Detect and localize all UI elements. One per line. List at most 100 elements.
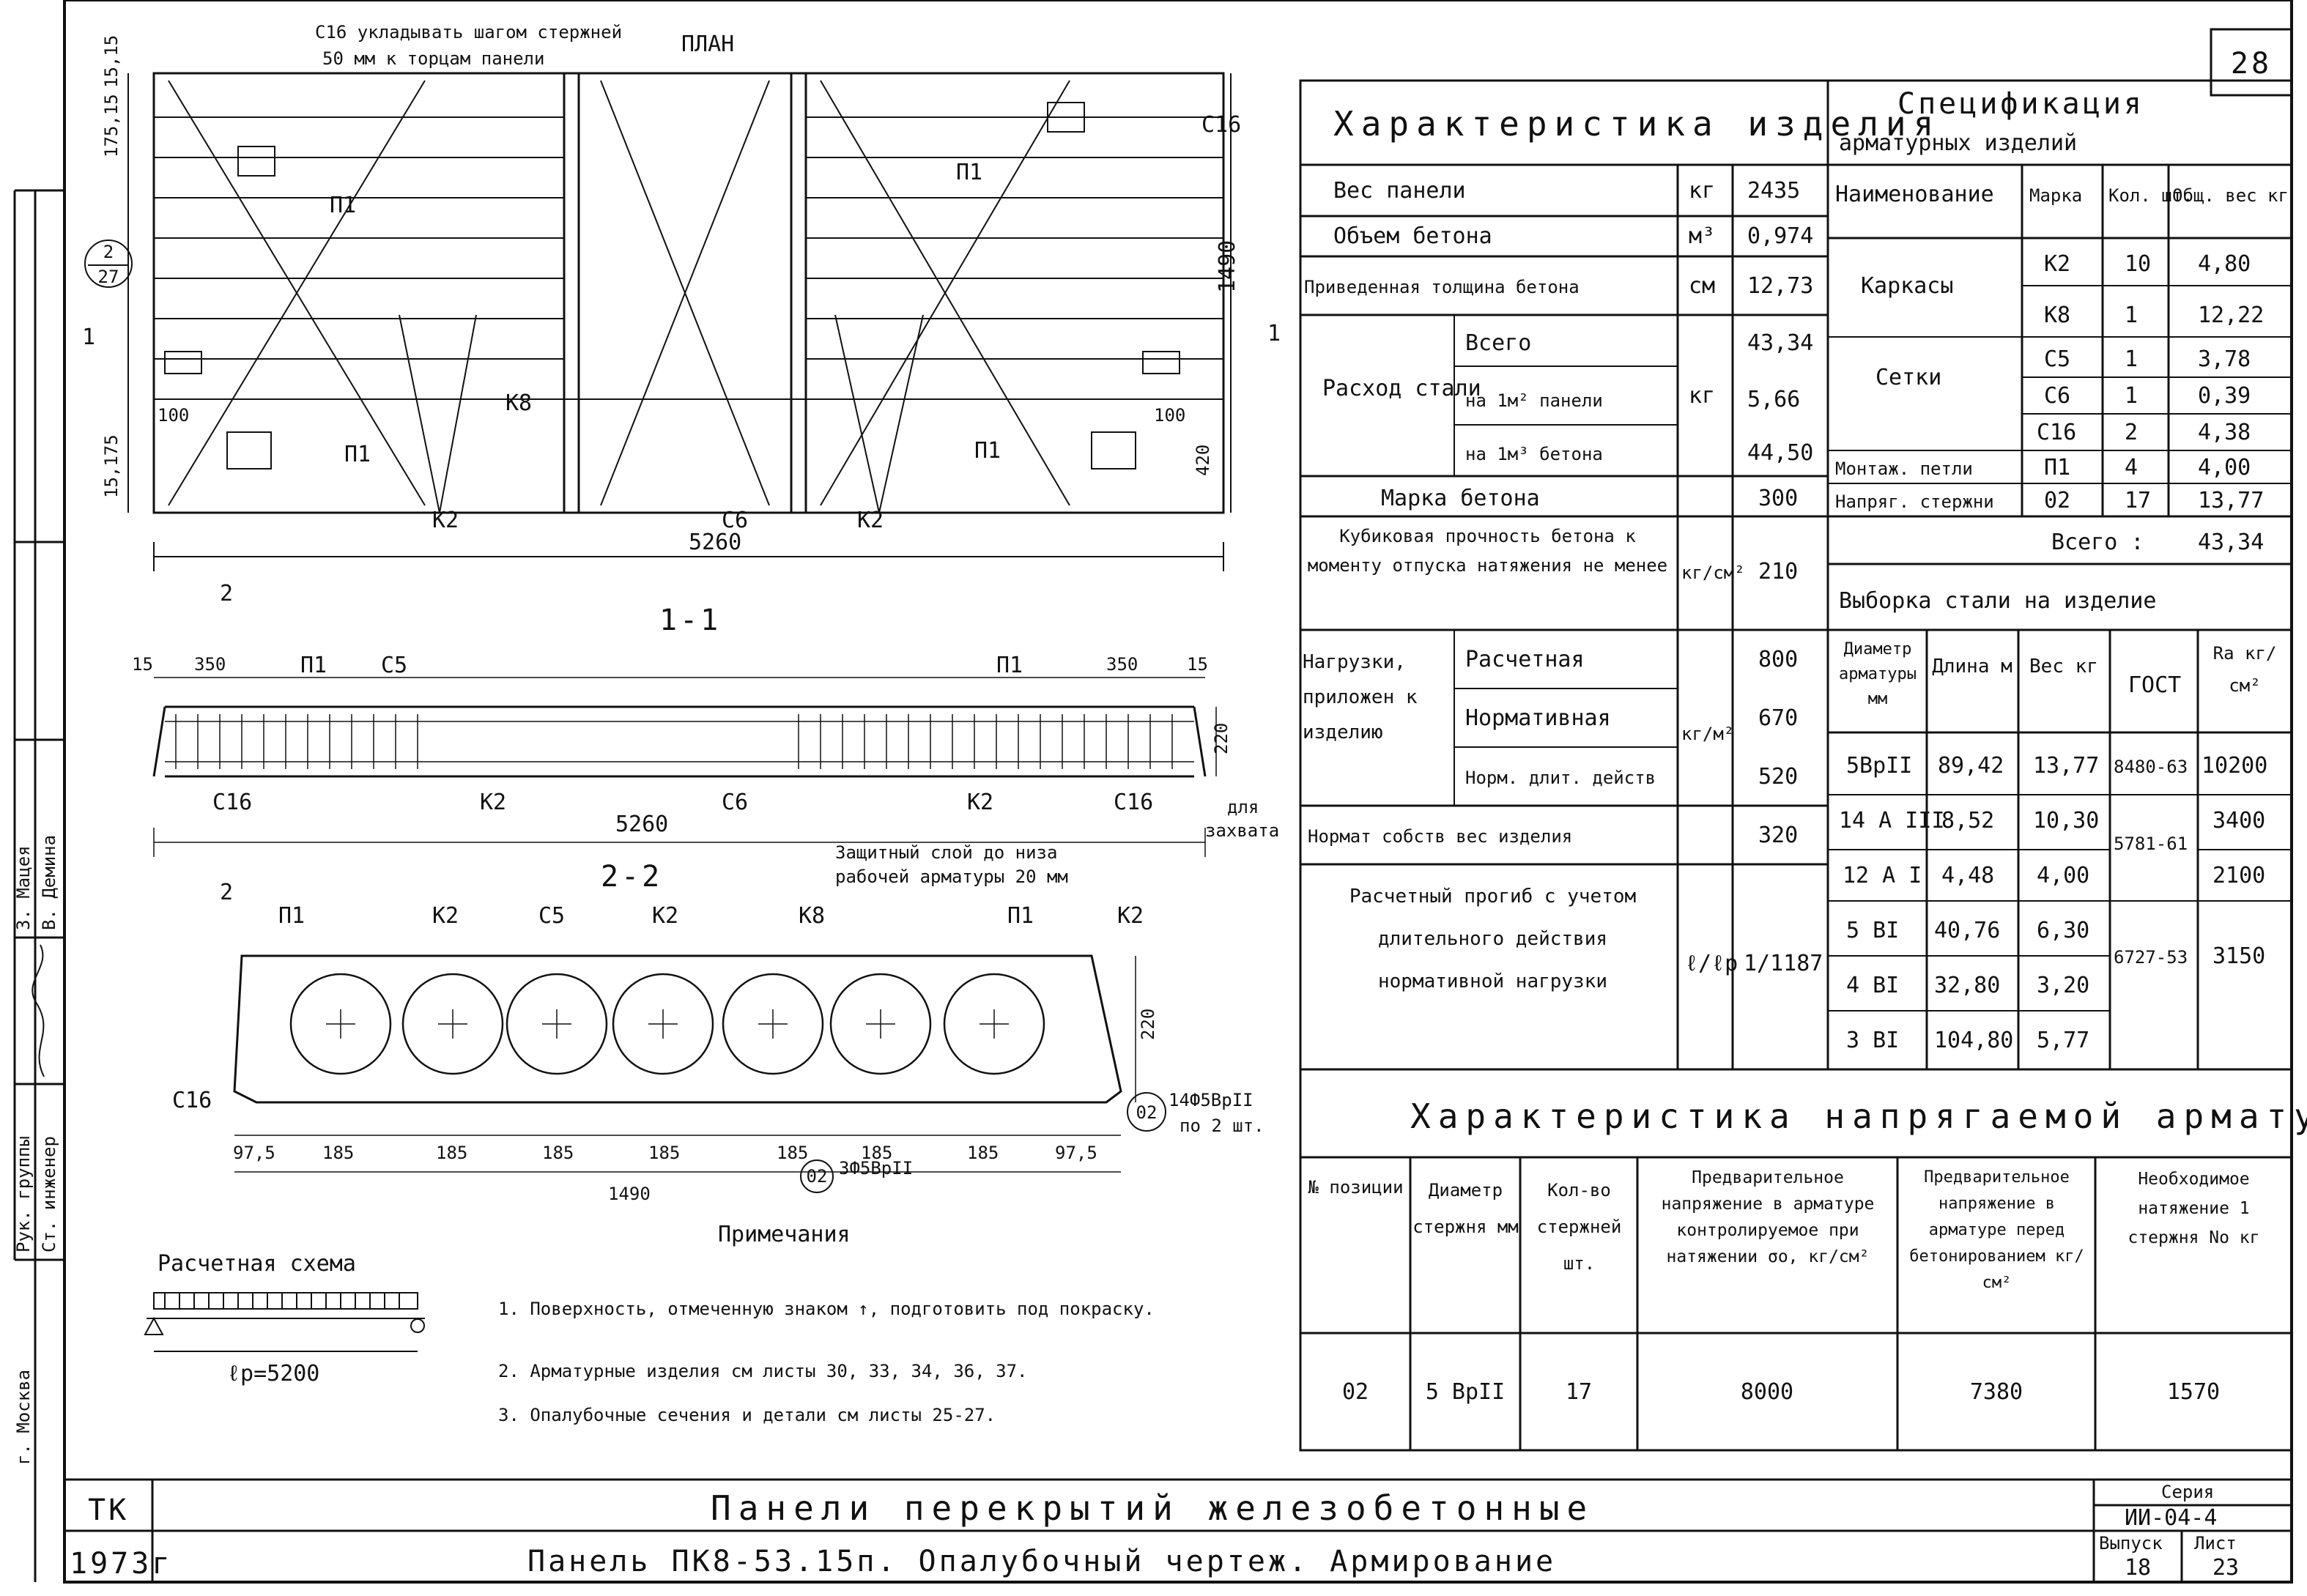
svg-text:02: 02 — [1136, 1102, 1158, 1123]
section22-dim-2: 185 — [322, 1143, 354, 1163]
title-line-2: Панель ПК8-53.15п. Опалубочный чертеж. А… — [527, 1545, 1556, 1578]
steel-row-3-ra: 2100 — [2212, 863, 2265, 888]
char-load-normative-label: Нормативная — [1465, 705, 1611, 731]
char-thickness-unit: см — [1689, 273, 1715, 299]
section22-mark: 2 — [220, 880, 233, 905]
char-deflection-label: Расчетный прогиб с учетом длительного де… — [1349, 886, 1637, 992]
steel-header-gost: ГОСТ — [2128, 672, 2181, 698]
section11-dim-3: 350 — [1106, 654, 1138, 675]
prestress-header-before-concreting: Предварительное напряжение в арматуре пе… — [1909, 1168, 2084, 1292]
char-selfweight-label: Нормат собств вес изделия — [1308, 826, 1572, 847]
steel-row-1-len: 89,42 — [1938, 753, 2004, 779]
char-loads-label: Нагрузки, приложен к изделию — [1303, 651, 1418, 743]
steel-row-5-d: 4 ВI — [1846, 973, 1899, 998]
section22-dim-1: 97,5 — [233, 1143, 275, 1163]
char-thickness-value: 12,73 — [1747, 273, 1813, 299]
char-volume-label: Объем бетона — [1333, 223, 1492, 249]
spec-row-2-mark: К8 — [2044, 303, 2070, 328]
notes-title: Примечания — [718, 1222, 851, 1247]
calc-scheme: Расчетная схема ℓр=5200 — [144, 1251, 425, 1387]
char-thickness-label: Приведенная толщина бетона — [1304, 277, 1580, 297]
char-steel-m2-value: 5,66 — [1747, 387, 1800, 412]
plan-label-p1-top: П1 — [330, 193, 356, 218]
steel-header-ra: Ra кг/см² — [2212, 643, 2277, 696]
steel-row-6-w: 5,77 — [2037, 1028, 2089, 1053]
section11-k2-left: К2 — [480, 790, 506, 815]
section22-dim-4: 185 — [542, 1143, 574, 1163]
char-cube-strength-unit: кг/см² — [1681, 563, 1745, 583]
steel-row-6-len: 104,80 — [1934, 1028, 2013, 1053]
plan-label-p1-right: П1 — [956, 160, 982, 185]
section22-dim-7: 185 — [861, 1143, 892, 1163]
prestress-header-control: Предварительное напряжение в арматуре ко… — [1661, 1168, 1875, 1266]
calc-scheme-span: ℓр=5200 — [227, 1361, 319, 1387]
section11-dim-1: 15 — [132, 654, 153, 675]
spec-title-2: арматурных изделий — [1839, 130, 2077, 156]
spec-row-6-weight: 4,00 — [2198, 455, 2251, 480]
steel-row-1-gost: 8480-63 — [2114, 757, 2188, 777]
section11-c6: С6 — [722, 790, 748, 815]
plan-dim-left-2: 175,15 — [101, 94, 122, 157]
plan-dim-right-2: 420 — [1193, 445, 1213, 476]
char-weight-value: 2435 — [1747, 178, 1800, 204]
prestress-row-s1: 8000 — [1741, 1379, 1793, 1405]
spec-row-1-weight: 4,80 — [2198, 251, 2251, 277]
specification-table: Спецификация арматурных изделий Наименов… — [1826, 79, 2293, 565]
steel-row-3-d: 12 А I — [1843, 863, 1922, 888]
spec-row-5-qty: 2 — [2125, 420, 2138, 445]
char-steel-unit: кг — [1689, 383, 1715, 409]
plan-label-p1-bottom: П1 — [344, 442, 371, 467]
spec-row-7-name: Напряг. стержни — [1835, 491, 1994, 512]
section22-rebar-right-2: по 2 шт. — [1180, 1116, 1264, 1136]
plan-label-c16: С16 — [1201, 112, 1241, 138]
section11-for-grip-1: для — [1227, 797, 1259, 817]
spec-header-name: Наименование — [1835, 182, 1994, 207]
plan-dim-left-4: 15,175 — [101, 434, 122, 498]
section11-p1-left: П1 — [300, 653, 327, 678]
spec-total-label: Всего : — [2051, 530, 2144, 555]
char-steel-total-value: 43,34 — [1747, 330, 1813, 356]
char-weight-unit: кг — [1689, 178, 1715, 204]
prestress-row-s2: 7380 — [1970, 1379, 2023, 1405]
char-load-normative-value: 670 — [1758, 705, 1798, 731]
section11-dim-2: 350 — [194, 654, 226, 675]
note-item-1: 1. Поверхность, отмеченную знаком ↑, под… — [498, 1299, 1155, 1319]
plan-label-k2-right: К2 — [857, 508, 884, 533]
signature-mark — [32, 944, 45, 1077]
characteristics-table: Характеристика изделия Вес панели кг 243… — [1299, 79, 1933, 1071]
spec-row-3-qty: 1 — [2125, 346, 2138, 372]
section22-total: 1490 — [608, 1184, 651, 1204]
section22-dim-6: 185 — [777, 1143, 808, 1163]
char-load-design-label: Расчетная — [1465, 647, 1585, 672]
section22-mark-top: 2 — [220, 581, 233, 606]
char-steel-total-label: Всего — [1465, 330, 1531, 356]
sheet-number: 28 — [2231, 47, 2272, 81]
char-steel-m3-label: на 1м³ бетона — [1465, 444, 1603, 464]
section-mark-right: 1 — [1267, 321, 1281, 346]
steel-row-5-w: 3,20 — [2037, 973, 2089, 998]
char-load-long-value: 520 — [1758, 764, 1798, 790]
steel-row-1-ra: 10200 — [2202, 753, 2267, 779]
plan-title: ПЛАН — [681, 31, 734, 57]
stamp-city: г. Москва — [13, 1370, 34, 1465]
section22-callout-bottom: 02 — [800, 1159, 834, 1193]
plan-label-p1-br: П1 — [974, 438, 1001, 464]
steel-row-1-d: 5ВрII — [1846, 753, 1912, 779]
steel-selection-title: Выборка стали на изделие — [1839, 588, 2156, 614]
section11-k2-right: К2 — [967, 790, 993, 815]
section11-dim-4: 15 — [1187, 654, 1208, 675]
title-block: ТК 1973г Панели перекрытий железобетонны… — [70, 1482, 2239, 1581]
steel-row-2-len: 8,52 — [1941, 808, 1994, 834]
section11-c16-right: С16 — [1114, 790, 1153, 815]
section11-c5: С5 — [381, 653, 407, 678]
spec-header-mark: Марка — [2029, 185, 2082, 206]
prestress-header-pos: № позиции — [1308, 1177, 1404, 1198]
note-item-2: 2. Арматурные изделия см листы 30, 33, 3… — [498, 1361, 1027, 1381]
spec-row-1-qty: 10 — [2125, 251, 2151, 277]
steel-row-4-w: 6,30 — [2037, 918, 2089, 943]
section11-length: 5260 — [615, 812, 668, 837]
issue-value: 18 — [2125, 1555, 2151, 1581]
spec-row-6-name: Монтаж. петли — [1835, 459, 1973, 479]
char-weight-label: Вес панели — [1333, 178, 1466, 204]
